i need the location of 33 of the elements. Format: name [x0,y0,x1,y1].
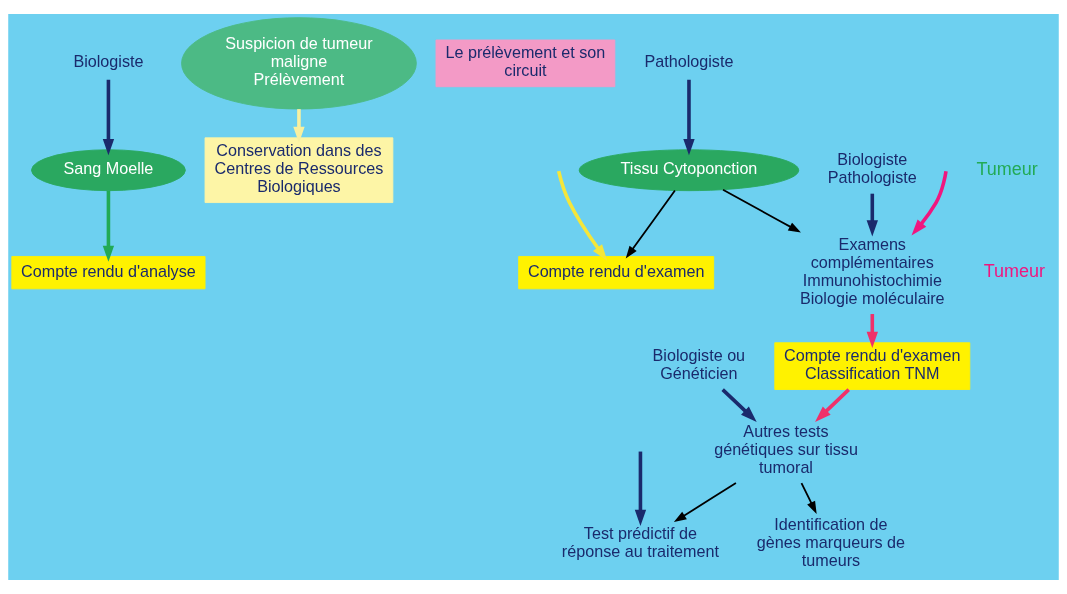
arrow [722,188,801,233]
node-text: Identification de gènes marqueurs de tumeurs [756,515,906,569]
node-box: Compte rendu d'examen Classification TNM [774,342,971,390]
arrow [911,170,948,236]
node-text: Biologiste ou Généticien [652,346,746,383]
label: Tumeur [983,261,1045,282]
node-text: Examens complémentaires Immunohistochimie Biologie moléculaire [800,234,945,307]
arrow [293,109,305,144]
arrow [815,388,850,422]
node-text: Test prédictif de réponse au traitement [561,524,720,560]
node-box: Compte rendu d'analyse [11,256,206,290]
arrow [866,193,878,237]
node-text: Biologiste Pathologiste [827,150,917,187]
arrow [102,190,115,262]
node-ellipse: Sang Moelle [31,149,186,192]
arrow [866,314,878,348]
node-ellipse: Suspicion de tumeur maligne Prélèvement [181,17,417,110]
arrow [634,451,647,527]
node-text: Pathologiste [644,52,734,71]
arrow [625,189,676,259]
arrow [800,482,817,514]
arrow [683,79,695,156]
node-text: Autres tests génétiques sur tissu tumoral [714,421,858,476]
arrow [102,79,115,156]
node-box: Conservation dans des Centres de Ressources Biologiques [204,137,394,203]
node-box: Compte rendu d'examen [518,256,715,290]
node-box: Le prélèvement et son circuit [435,39,616,88]
arrow [721,388,757,422]
label: Tumeur [976,158,1038,179]
node-text: Biologiste [73,52,144,71]
arrow [556,170,608,261]
arrow [673,482,737,523]
node-ellipse: Tissu Cytoponction [578,149,800,192]
